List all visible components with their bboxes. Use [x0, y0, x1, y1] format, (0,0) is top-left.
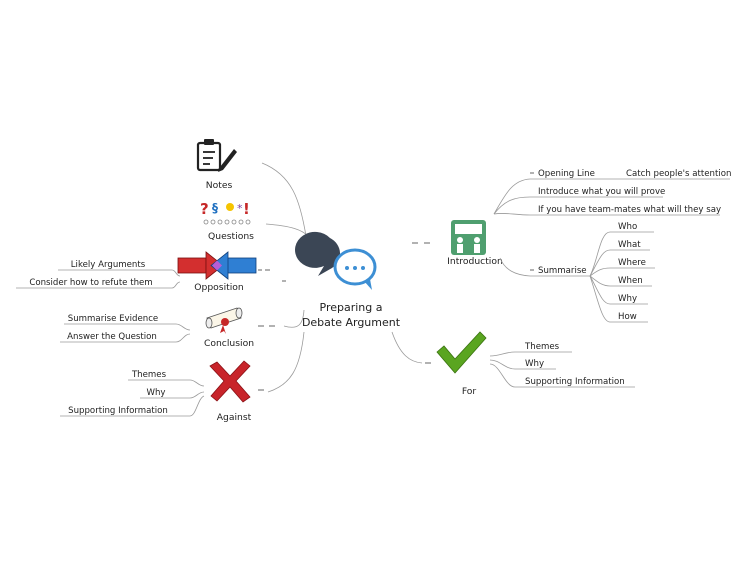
- topic-against[interactable]: Against Themes Why Supporting Informatio…: [60, 360, 252, 423]
- topic-conclusion[interactable]: Conclusion Summarise Evidence Answer the…: [60, 307, 254, 349]
- speech-bubbles-icon: [295, 231, 377, 290]
- topic-questions[interactable]: ? § * ! Questions: [200, 200, 254, 242]
- topic-for-label: For: [462, 386, 477, 397]
- topic-questions-label: Questions: [208, 231, 254, 242]
- topic-introduction[interactable]: Introduction Opening Line Catch people's…: [447, 169, 731, 323]
- svg-text:*: *: [237, 202, 243, 215]
- intro-opening-child: Catch people's attention: [626, 169, 731, 179]
- topic-for[interactable]: For Themes Why Supporting Information: [436, 331, 635, 397]
- intro-summarise: Summarise: [538, 266, 587, 276]
- summarise-item-3: Where: [618, 258, 646, 268]
- for-item-2: Why: [525, 359, 544, 369]
- summarise-item-4: When: [618, 276, 643, 286]
- topic-conclusion-label: Conclusion: [204, 338, 254, 349]
- against-item-1: Themes: [131, 370, 167, 380]
- intro-item-1: Introduce what you will prove: [538, 187, 665, 197]
- intro-opening-line: Opening Line: [538, 169, 595, 179]
- against-item-2: Why: [146, 388, 165, 398]
- summarise-item-5: Why: [618, 294, 637, 304]
- clipboard-pencil-icon: [196, 139, 237, 172]
- for-item-3: Supporting Information: [525, 377, 625, 387]
- central-topic-line2: Debate Argument: [302, 316, 401, 329]
- topic-opposition-label: Opposition: [194, 282, 244, 293]
- conclusion-item-2: Answer the Question: [67, 332, 157, 342]
- question-marks-icon: ? § * !: [200, 200, 251, 225]
- central-topic-line1: Preparing a: [320, 301, 383, 314]
- topic-introduction-label: Introduction: [447, 256, 503, 267]
- svg-text:§: §: [212, 201, 218, 215]
- conclusion-item-1: Summarise Evidence: [68, 314, 158, 324]
- topic-opposition[interactable]: Opposition Likely Arguments Consider how…: [16, 251, 257, 293]
- green-check-icon: [436, 331, 487, 374]
- against-item-3: Supporting Information: [68, 406, 168, 416]
- opposition-item-1: Likely Arguments: [71, 260, 146, 270]
- red-cross-icon: [209, 360, 251, 403]
- presentation-board-icon: [451, 220, 486, 255]
- for-item-1: Themes: [524, 342, 560, 352]
- opposition-item-2: Consider how to refute them: [29, 278, 152, 288]
- summarise-item-1: Who: [618, 222, 637, 232]
- intro-item-2: If you have team-mates what will they sa…: [538, 205, 721, 215]
- summarise-item-2: What: [618, 240, 641, 250]
- topic-notes[interactable]: Notes: [196, 139, 237, 191]
- diploma-scroll-icon: [205, 307, 243, 334]
- summarise-item-6: How: [618, 312, 637, 322]
- opposing-arrows-icon: [177, 251, 257, 280]
- topic-notes-label: Notes: [206, 180, 233, 191]
- svg-text:!: !: [243, 200, 250, 218]
- central-topic[interactable]: Preparing a Debate Argument: [295, 231, 401, 329]
- topic-against-label: Against: [217, 412, 252, 423]
- svg-text:?: ?: [200, 200, 209, 218]
